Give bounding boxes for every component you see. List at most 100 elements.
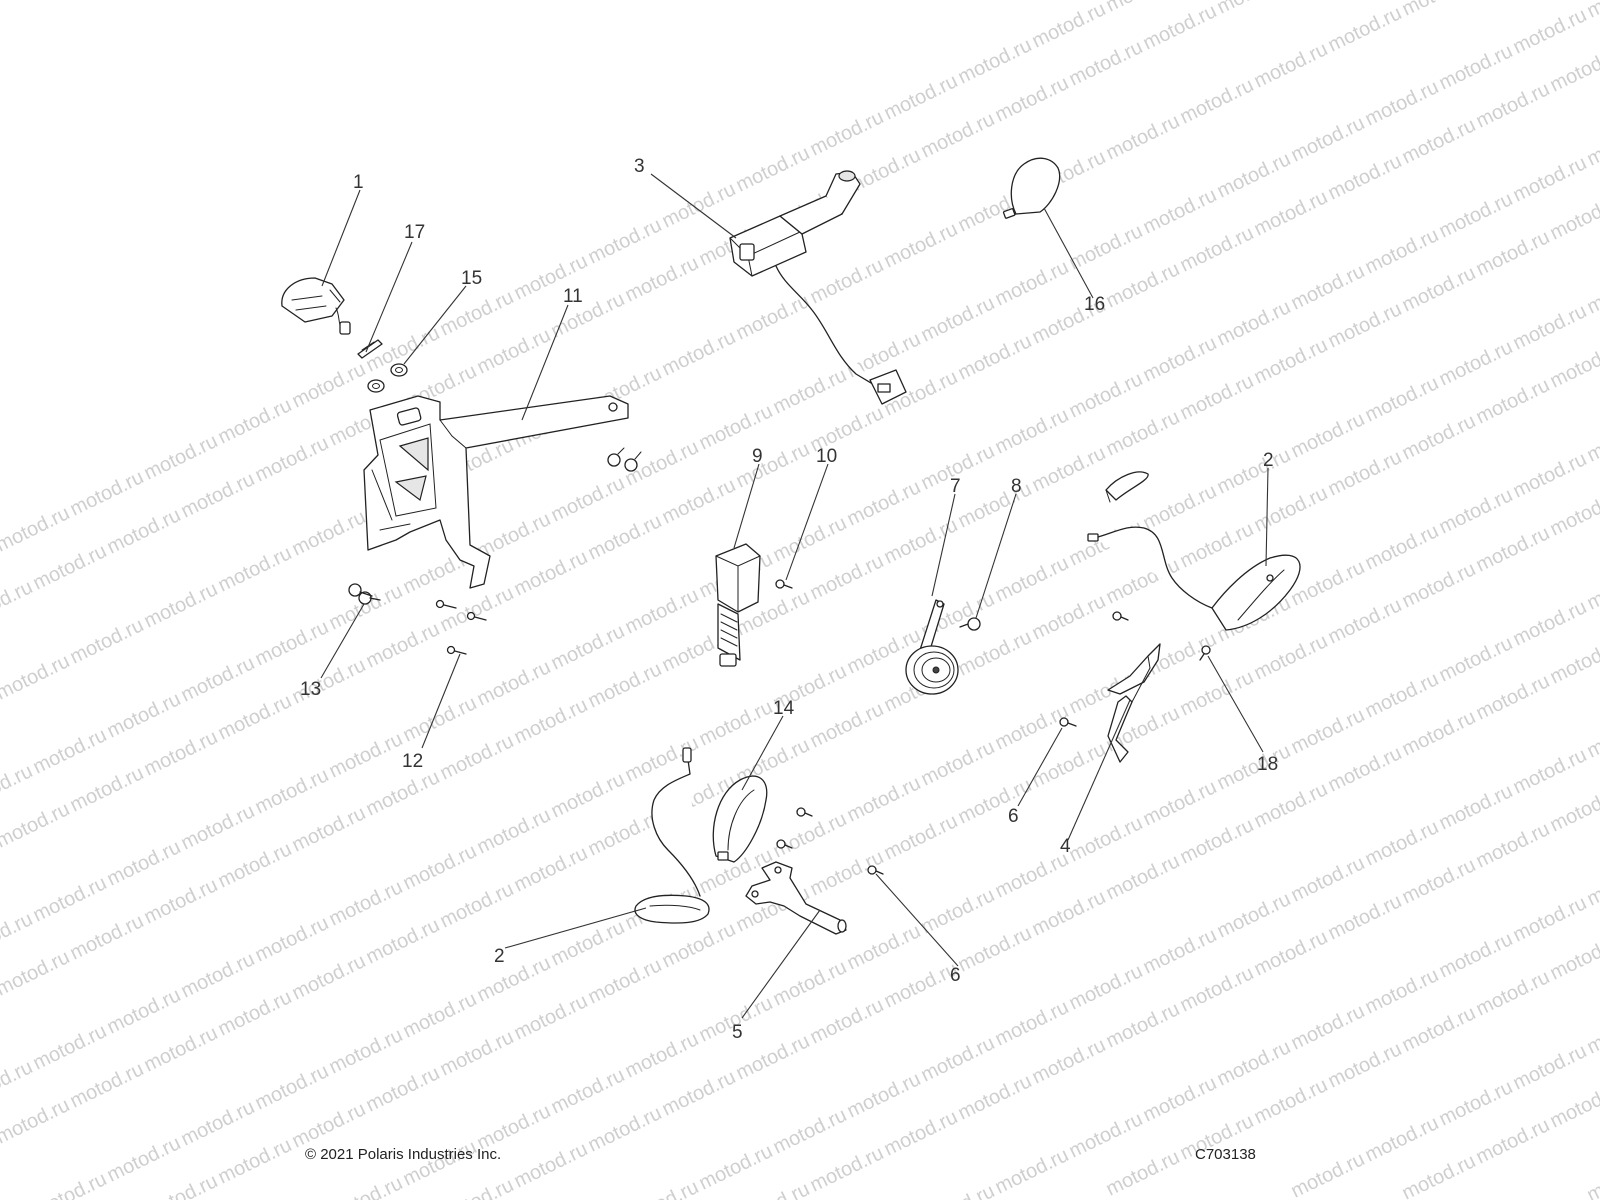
watermark-text: motod.ru — [178, 800, 259, 854]
callout-2-right: 2 — [1263, 450, 1274, 471]
watermark-text: motod.ru — [1066, 812, 1147, 866]
watermark-text: motod.ru — [1103, 258, 1184, 312]
watermark-text: motod.ru — [881, 810, 962, 864]
watermark-text: motod.ru — [696, 696, 777, 750]
callout-5: 5 — [732, 1022, 743, 1043]
watermark-text: motod.ru — [1436, 632, 1517, 686]
watermark-text: motod.ru — [67, 1058, 148, 1112]
watermark-text: motod.ru — [1325, 594, 1406, 648]
watermark-text: motod.ru — [1177, 370, 1258, 424]
watermark-text: motod.ru — [1214, 1036, 1295, 1090]
watermark-text: motod.ru — [326, 1024, 407, 1078]
watermark-text: motod.ru — [1362, 520, 1443, 574]
watermark-text: motod.ru — [770, 364, 851, 418]
watermark-text: motod.ru — [1399, 262, 1480, 316]
watermark-text: motod.ru — [992, 552, 1073, 606]
watermark-text: motod.ru — [659, 1066, 740, 1120]
watermark-text: motod.ru — [918, 1180, 999, 1200]
watermark-text: motod.ru — [1547, 782, 1600, 836]
watermark-text: motod.ru — [1399, 410, 1480, 464]
watermark-text: motod.ru — [141, 726, 222, 780]
watermark-text: motod.ru — [326, 876, 407, 930]
watermark-text: motod.ru — [1584, 1152, 1600, 1200]
watermark-text: motod.ru — [1325, 150, 1406, 204]
copyright-text: © 2021 Polaris Industries Inc. — [305, 1146, 502, 1163]
watermark-text: motod.ru — [67, 762, 148, 816]
watermark-text: motod.ru — [1399, 558, 1480, 612]
watermark-text: motod.ru — [0, 1056, 36, 1110]
watermark-text: motod.ru — [585, 658, 666, 712]
watermark-text: motod.ru — [770, 512, 851, 566]
watermark-text: motod.ru — [955, 34, 1036, 88]
watermark-text: motod.ru — [437, 730, 518, 784]
watermark-text: motod.ru — [1251, 334, 1332, 388]
watermark-text: motod.ru — [141, 1170, 222, 1200]
part-4-bracket — [1107, 643, 1161, 763]
watermark-text: motod.ru — [733, 438, 814, 492]
watermark-text: motod.ru — [1436, 780, 1517, 834]
watermark-text: motod.ru — [1103, 110, 1184, 164]
watermark-text: motod.ru — [1251, 926, 1332, 980]
callout-8: 8 — [1011, 476, 1022, 497]
part-2-turn-signal-right — [1087, 471, 1301, 631]
callout-9: 9 — [752, 446, 763, 467]
watermark-text: motod.ru — [1325, 890, 1406, 944]
watermark-text: motod.ru — [1066, 36, 1147, 90]
watermark-text: motod.ru — [0, 908, 36, 962]
watermark-text: motod.ru — [1177, 814, 1258, 868]
watermark-text: motod.ru — [659, 918, 740, 972]
watermark-text: motod.ru — [733, 1178, 814, 1200]
watermark-text: motod.ru — [1436, 40, 1517, 94]
callout-13: 13 — [300, 679, 321, 700]
part-15-nut — [367, 363, 408, 393]
watermark-text: motod.ru — [1214, 296, 1295, 350]
watermark-text: motod.ru — [1325, 298, 1406, 352]
watermark-text: motod.ru — [1066, 368, 1147, 422]
watermark-text: motod.ru — [0, 502, 73, 556]
watermark-text: motod.ru — [326, 728, 407, 782]
watermark-text: motod.ru — [1584, 116, 1600, 170]
watermark-text: motod.ru — [104, 504, 185, 558]
watermark-text: motod.ru — [1029, 0, 1110, 52]
watermark-text: motod.ru — [1140, 0, 1221, 54]
watermark-text: motod.ru — [1103, 850, 1184, 904]
drawing-id: C703138 — [1195, 1146, 1256, 1163]
callout-6-bottom: 6 — [950, 965, 961, 986]
watermark-text: motod.ru — [1177, 222, 1258, 276]
watermark-text: motod.ru — [807, 550, 888, 604]
part-5-bracket — [745, 861, 847, 935]
watermark-text: motod.ru — [1103, 1146, 1184, 1200]
bracket-bolts — [607, 447, 642, 472]
part-2-turn-signal-left — [634, 747, 710, 924]
watermark-text: motod.ru — [252, 432, 333, 486]
watermark-text: motod.ru — [1584, 708, 1600, 762]
watermark-text: motod.ru — [1547, 42, 1600, 96]
watermark-text: motod.ru — [30, 1168, 111, 1200]
watermark-text: motod.ru — [807, 698, 888, 752]
watermark-text: motod.ru — [1584, 1004, 1600, 1058]
part-11-bracket — [363, 395, 629, 589]
watermark-text: motod.ru — [881, 218, 962, 272]
watermark-text: motod.ru — [1288, 852, 1369, 906]
watermark-text: motod.ru — [1436, 188, 1517, 242]
watermark-text: motod.ru — [1362, 816, 1443, 870]
watermark-text: motod.ru — [881, 1106, 962, 1160]
leader-lines — [320, 173, 1269, 1019]
watermark-text: motod.ru — [548, 768, 629, 822]
watermark-text: motod.ru — [30, 540, 111, 594]
watermark-text: motod.ru — [104, 1132, 185, 1186]
watermark-text: motod.ru — [1214, 0, 1295, 18]
watermark-text: motod.ru — [326, 1172, 407, 1200]
watermark-text: motod.ru — [0, 760, 36, 814]
watermark-text: motod.ru — [0, 946, 73, 1000]
watermark-text: motod.ru — [955, 774, 1036, 828]
part-16-strap — [1002, 157, 1061, 219]
watermark-text: motod.ru — [1473, 1114, 1554, 1168]
watermark-text: motod.ru — [1584, 264, 1600, 318]
watermark-text: motod.ru — [1436, 484, 1517, 538]
watermark-text: motod.ru — [1547, 634, 1600, 688]
watermark-text: motod.ru — [918, 1032, 999, 1086]
watermark-text: motod.ru — [1547, 190, 1600, 244]
watermark-text: motod.ru — [1510, 1040, 1591, 1094]
